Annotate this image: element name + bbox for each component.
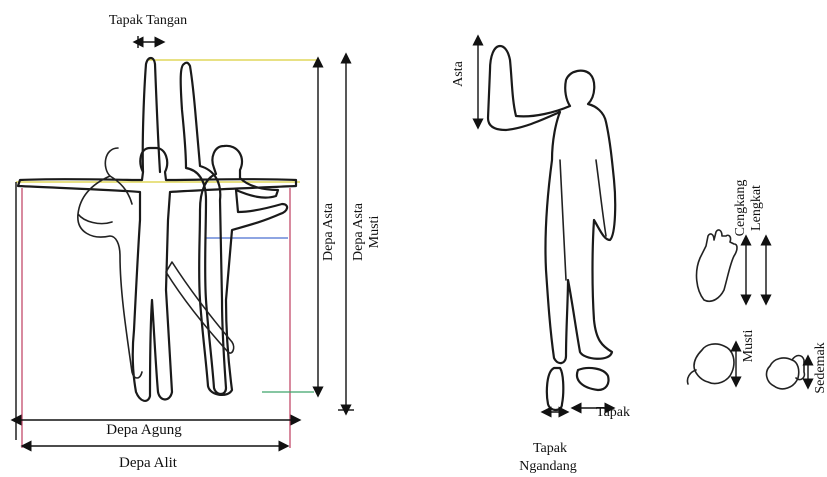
hand-fist [687, 344, 733, 384]
right-hand-group: Cengkang Lengkat Musti Sedemak [687, 180, 827, 394]
figure-raised-arm [143, 58, 160, 172]
label-sedemak: Sedemak [813, 342, 827, 393]
label-tapak: Tapak [596, 405, 630, 420]
label-depa-agung: Depa Agung [106, 422, 182, 438]
middle-figure-group: Asta Tapak Tapak Ngandang [451, 40, 630, 474]
left-figure-group: Tapak Tangan Depa Asta Depa Asta Musti D… [16, 13, 382, 471]
label-tapak-ngandang-line1: Tapak [533, 441, 567, 456]
label-tapak-tangan: Tapak Tangan [109, 13, 187, 28]
figure-standing-raised-arm [488, 46, 615, 363]
label-lengkat: Lengkat [749, 185, 764, 231]
label-depa-asta-musti-line1: Depa Asta [351, 202, 366, 261]
hand-open [697, 230, 737, 301]
foot-front-view [547, 368, 563, 410]
figure-arm-detail [560, 160, 606, 280]
label-asta: Asta [451, 60, 466, 86]
label-musti: Musti [741, 330, 756, 363]
foot-side-view [577, 368, 609, 390]
label-depa-alit: Depa Alit [119, 455, 178, 471]
hand-thumb [767, 356, 805, 389]
label-depa-asta-musti-line2: Musti [367, 216, 382, 249]
label-depa-asta: Depa Asta [321, 202, 336, 261]
label-tapak-ngandang-line2: Ngandang [519, 459, 577, 474]
label-cengkang: Cengkang [733, 180, 748, 237]
